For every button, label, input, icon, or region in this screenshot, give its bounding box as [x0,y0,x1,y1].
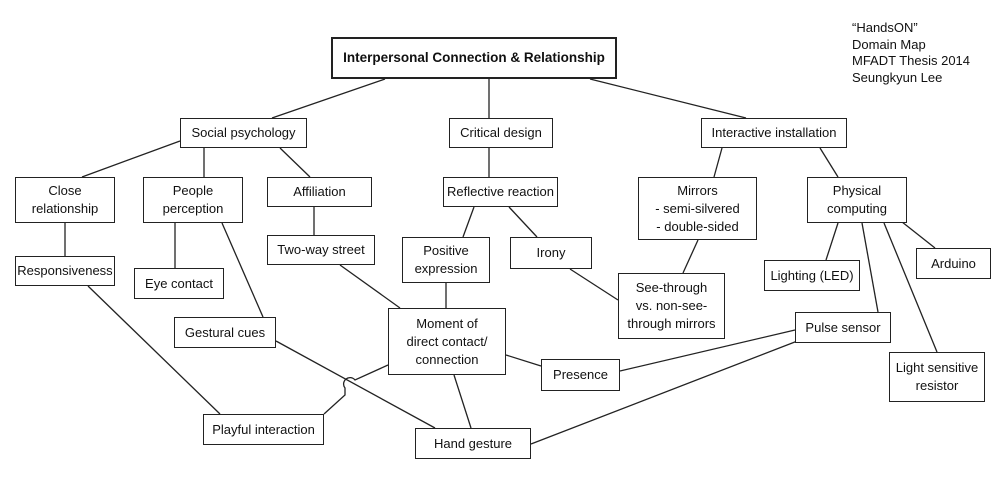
edge-mirrors-to-see-through [682,239,699,274]
edge-interactive-installation-to-mirrors [713,147,723,178]
node-arduino: Arduino [916,248,991,279]
node-people-perception: People perception [143,177,243,223]
edge-gestural-cues-to-hand-gesture [275,340,436,429]
credit-title: “HandsON” [852,20,918,35]
credit-program: MFADT Thesis 2014 [852,53,971,68]
node-critical-design: Critical design [449,118,553,148]
node-social-psychology: Social psychology [180,118,307,148]
credit-subtitle: Domain Map [852,36,926,52]
node-affiliation: Affiliation [267,177,372,207]
edge-social-psychology-to-close-relationship [81,140,181,178]
node-lighting: Lighting (LED) [764,260,860,291]
edge-people-perception-to-gestural-cues [221,222,264,318]
node-presence: Presence [541,359,620,391]
node-positive-expression: Positive expression [402,237,490,283]
edge-moment-to-hand-gesture [453,374,472,429]
node-mirrors: Mirrors - semi-silvered - double-sided [638,177,757,240]
node-moment: Moment of direct contact/ connection [388,308,506,375]
node-playful-interaction: Playful interaction [203,414,324,445]
edge-physical-computing-to-lighting [825,222,839,261]
node-physical-computing: Physical computing [807,177,907,223]
node-gestural-cues: Gestural cues [174,317,276,348]
edge-moment-to-presence [505,354,542,367]
edge-moment-to-playful-interaction [323,364,389,415]
node-pulse-sensor: Pulse sensor [795,312,891,343]
root-node: Interpersonal Connection & Relationship [331,37,617,79]
node-eye-contact: Eye contact [134,268,224,299]
node-hand-gesture: Hand gesture [415,428,531,459]
edge-reflective-reaction-to-positive-expression [462,206,475,238]
node-irony: Irony [510,237,592,269]
edge-interactive-installation-to-physical-computing [819,147,839,178]
node-reflective-reaction: Reflective reaction [443,177,558,207]
node-see-through: See-through vs. non-see- through mirrors [618,273,725,339]
edge-root-to-social-psychology [271,78,386,119]
edge-reflective-reaction-to-irony [508,206,538,238]
edge-social-psychology-to-affiliation [279,147,311,178]
node-light-sensitive-resistor: Light sensitive resistor [889,352,985,402]
edge-presence-to-pulse-sensor [619,329,796,372]
edge-physical-computing-to-pulse-sensor [861,222,879,313]
node-two-way-street: Two-way street [267,235,375,265]
node-interactive-installation: Interactive installation [701,118,847,148]
diagram-credit: “HandsON” Domain Map MFADT Thesis 2014 S… [852,20,970,86]
node-close-relationship: Close relationship [15,177,115,223]
edge-physical-computing-to-light-sensitive-resistor [883,222,938,353]
edge-hand-gesture-to-pulse-sensor [530,339,801,445]
edge-responsiveness-to-playful-interaction [87,285,221,415]
credit-author: Seungkyun Lee [852,69,943,85]
edge-physical-computing-to-arduino [896,217,936,249]
edge-irony-to-see-through [569,268,619,301]
edge-two-way-street-to-moment [339,264,401,309]
node-responsiveness: Responsiveness [15,256,115,286]
edge-root-to-interactive-installation [589,78,747,119]
